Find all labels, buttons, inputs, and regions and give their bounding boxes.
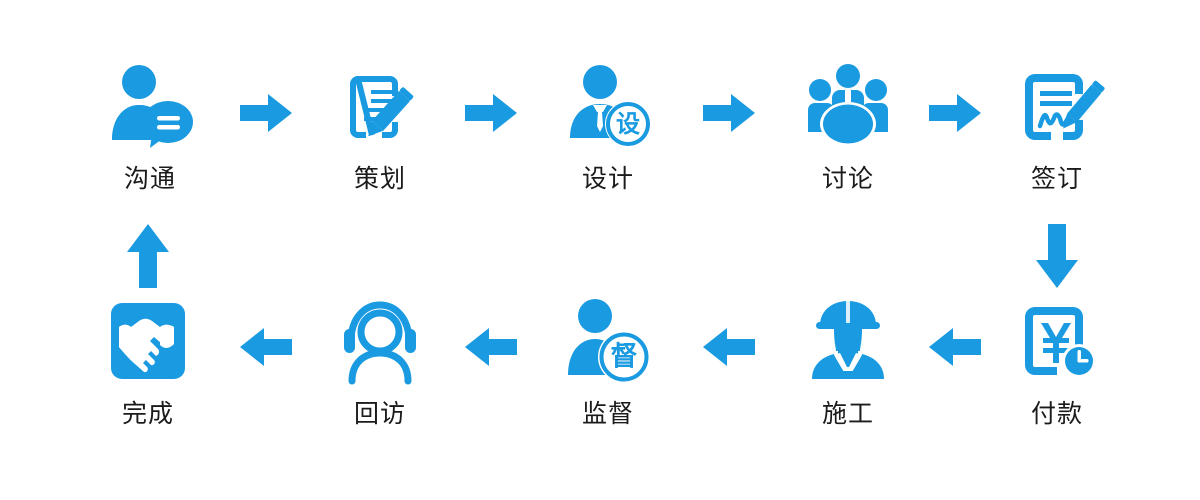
flow-step-followup[interactable]: 回访 xyxy=(300,295,460,429)
person-chat-bubble-icon xyxy=(104,60,196,152)
flow-step-label: 付款 xyxy=(1030,399,1083,428)
arrow-right-icon xyxy=(701,88,757,138)
arrow-left-icon xyxy=(701,322,757,372)
flow-step-payment[interactable]: 付款 xyxy=(977,295,1137,429)
flow-step-completion[interactable]: 完成 xyxy=(68,295,228,429)
arrow-right-icon xyxy=(927,88,983,138)
arrow-left-icon xyxy=(927,322,983,372)
flow-step-label: 施工 xyxy=(821,399,874,428)
flow-step-label: 策划 xyxy=(353,164,406,193)
group-meeting-table-icon xyxy=(802,60,894,152)
flow-step-design[interactable]: 设 设计 xyxy=(528,60,688,194)
flow-step-label: 讨论 xyxy=(821,164,874,193)
flow-step-planning[interactable]: 策划 xyxy=(300,60,460,194)
arrow-right-icon xyxy=(463,88,519,138)
flow-step-supervision[interactable]: 督 监督 xyxy=(528,295,688,429)
handshake-square-icon xyxy=(102,295,194,387)
flow-step-discussion[interactable]: 讨论 xyxy=(768,60,928,194)
flow-step-label: 完成 xyxy=(121,399,174,428)
arrow-right-icon xyxy=(238,88,294,138)
flow-step-label: 沟通 xyxy=(123,164,176,193)
flow-step-communication[interactable]: 沟通 xyxy=(70,60,230,194)
flow-step-label: 设计 xyxy=(581,164,634,193)
flow-step-signing[interactable]: 签订 xyxy=(977,60,1137,194)
contract-signature-pen-icon xyxy=(1011,60,1105,152)
person-headset-icon xyxy=(334,295,426,387)
flow-step-label: 监督 xyxy=(581,399,634,428)
arrow-left-icon xyxy=(238,322,294,372)
badge-char-design: 设 xyxy=(616,110,640,138)
person-badge-du-icon: 督 xyxy=(562,295,654,387)
flow-step-label: 签订 xyxy=(1030,164,1083,193)
flow-step-label: 回访 xyxy=(353,399,406,428)
flow-step-construction[interactable]: 施工 xyxy=(768,295,928,429)
person-badge-she-icon: 设 xyxy=(562,60,654,152)
arrow-left-icon xyxy=(463,322,519,372)
yen-invoice-clock-icon xyxy=(1011,295,1103,387)
badge-char-supervise: 督 xyxy=(611,342,638,373)
document-pencil-icon xyxy=(334,60,426,152)
arrow-up-icon xyxy=(123,222,173,292)
construction-worker-icon xyxy=(802,295,894,387)
arrow-down-icon xyxy=(1032,222,1082,292)
